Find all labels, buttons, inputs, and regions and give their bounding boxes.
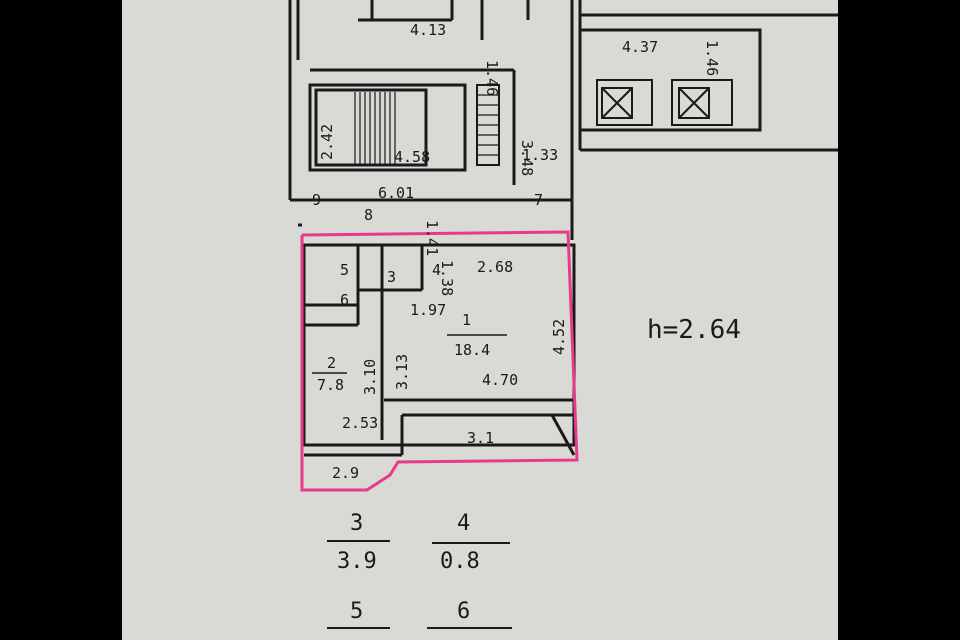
- dim-label: 1.46: [483, 60, 501, 96]
- left-black-bar: [0, 0, 122, 640]
- legend-number: 5: [350, 599, 363, 624]
- floor-plan-sheet: 4.13 1.46 4.37 1.46 2.42 4.58 3.48 1.33 …: [122, 0, 838, 640]
- right-black-bar: [838, 0, 960, 640]
- dim-label: 1.41: [423, 220, 441, 256]
- room-3-number: 3: [387, 268, 396, 286]
- stair-lines: [354, 84, 500, 166]
- dim-label: 6.01: [378, 184, 414, 202]
- area-legend: 3 3.9 4 0.8 5 6: [327, 511, 512, 629]
- room-1-area: 18.4: [454, 341, 490, 359]
- corridor-dimension-labels: 4.13 1.46 4.37 1.46 2.42 4.58 3.48 1.33 …: [312, 21, 721, 256]
- dim-label: 1.33: [522, 146, 558, 164]
- room-6-number: 6: [340, 291, 349, 309]
- room-1-dim: 2.68: [477, 258, 513, 276]
- dim-label: 4.37: [622, 38, 658, 56]
- dim-label: 4.58: [394, 148, 430, 166]
- legend-area: 3.9: [337, 549, 377, 574]
- dim-label: 8: [364, 206, 373, 224]
- elevator-shafts: [596, 79, 733, 126]
- legend-number: 3: [350, 511, 363, 536]
- room-2-dim: 2.53: [342, 414, 378, 432]
- apartment-walls: [302, 243, 576, 457]
- balcony-dim: 2.9: [332, 464, 359, 482]
- room-4-number: 4: [432, 261, 441, 279]
- room-5-number: 5: [340, 261, 349, 279]
- room-2-number: 2: [327, 354, 336, 372]
- dim-label: 7: [534, 191, 543, 209]
- apartment-outline: [300, 230, 579, 492]
- building-walls: [288, 0, 838, 240]
- room-1-dim: 4.70: [482, 371, 518, 389]
- dim-label: 9: [312, 191, 321, 209]
- ceiling-height-label: h=2.64: [647, 315, 741, 345]
- room-labels: 2.68 1.38 4.52 1.97 3.13 4.70 1 18.4 2 7…: [312, 258, 568, 482]
- dim-label: 1.46: [703, 40, 721, 76]
- room-1-dim: 1.38: [438, 260, 456, 296]
- room-1-dim: 4.52: [550, 319, 568, 355]
- legend-number: 4: [457, 511, 470, 536]
- room-1-dim: 3.13: [393, 354, 411, 390]
- floor-plan-drawing: 4.13 1.46 4.37 1.46 2.42 4.58 3.48 1.33 …: [288, 0, 838, 629]
- room-1-number: 1: [462, 311, 471, 329]
- room-1-dim: 1.97: [410, 301, 446, 319]
- balcony-dim: 3.1: [467, 429, 494, 447]
- dim-label: 3.48: [518, 140, 536, 176]
- legend-area: 0.8: [440, 549, 480, 574]
- dim-label: 4.13: [410, 21, 446, 39]
- legend-number: 6: [457, 599, 470, 624]
- room-2-dim: 3.10: [361, 359, 379, 395]
- dim-label: 2.42: [318, 124, 336, 160]
- room-2-area: 7.8: [317, 376, 344, 394]
